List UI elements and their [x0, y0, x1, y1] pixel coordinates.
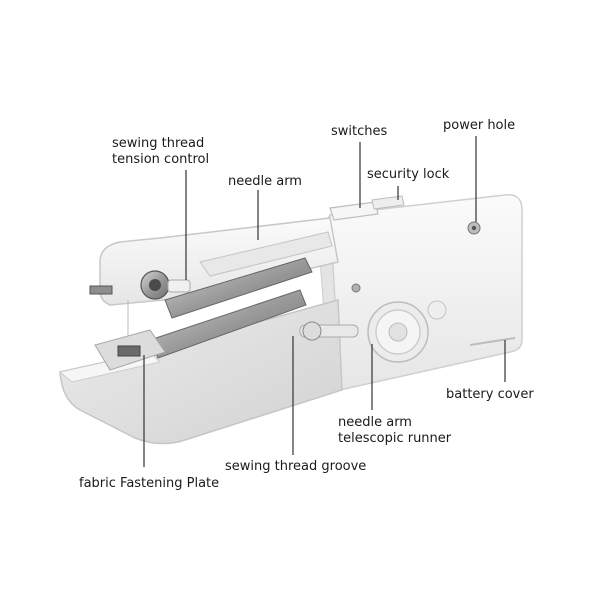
battery-cover-seam — [469, 337, 516, 346]
metal-arm-rail — [149, 257, 313, 359]
label-switches: switches — [331, 124, 388, 139]
machine-main-body — [317, 194, 523, 393]
label-telescopic-runner-line1: needle arm — [338, 415, 412, 430]
thread-spindle — [299, 321, 359, 341]
hand-wheel — [367, 300, 447, 363]
label-security-lock: security lock — [367, 167, 450, 182]
label-battery-cover: battery cover — [446, 387, 534, 402]
presser-foot-assembly — [89, 285, 166, 371]
tension-control-knob — [140, 270, 191, 300]
label-needle-arm: needle arm — [228, 174, 302, 189]
label-tension-control-line1: sewing thread — [112, 136, 205, 151]
label-fastening-plate: fabric Fastening Plate — [79, 476, 220, 491]
label-telescopic-runner: needle arm telescopic runner — [338, 415, 451, 447]
label-tension-control-line2: tension control — [112, 152, 210, 167]
label-telescopic-runner-line2: telescopic runner — [338, 431, 452, 446]
power-hole — [467, 221, 481, 235]
label-thread-groove: sewing thread groove — [225, 459, 367, 474]
machine-lower-base — [58, 299, 343, 445]
leader-lines — [143, 136, 506, 467]
switch-buttons — [329, 195, 405, 221]
body-screw — [351, 283, 361, 293]
label-tension-control: sewing thread tension control — [112, 136, 209, 168]
label-power-hole: power hole — [443, 118, 516, 133]
